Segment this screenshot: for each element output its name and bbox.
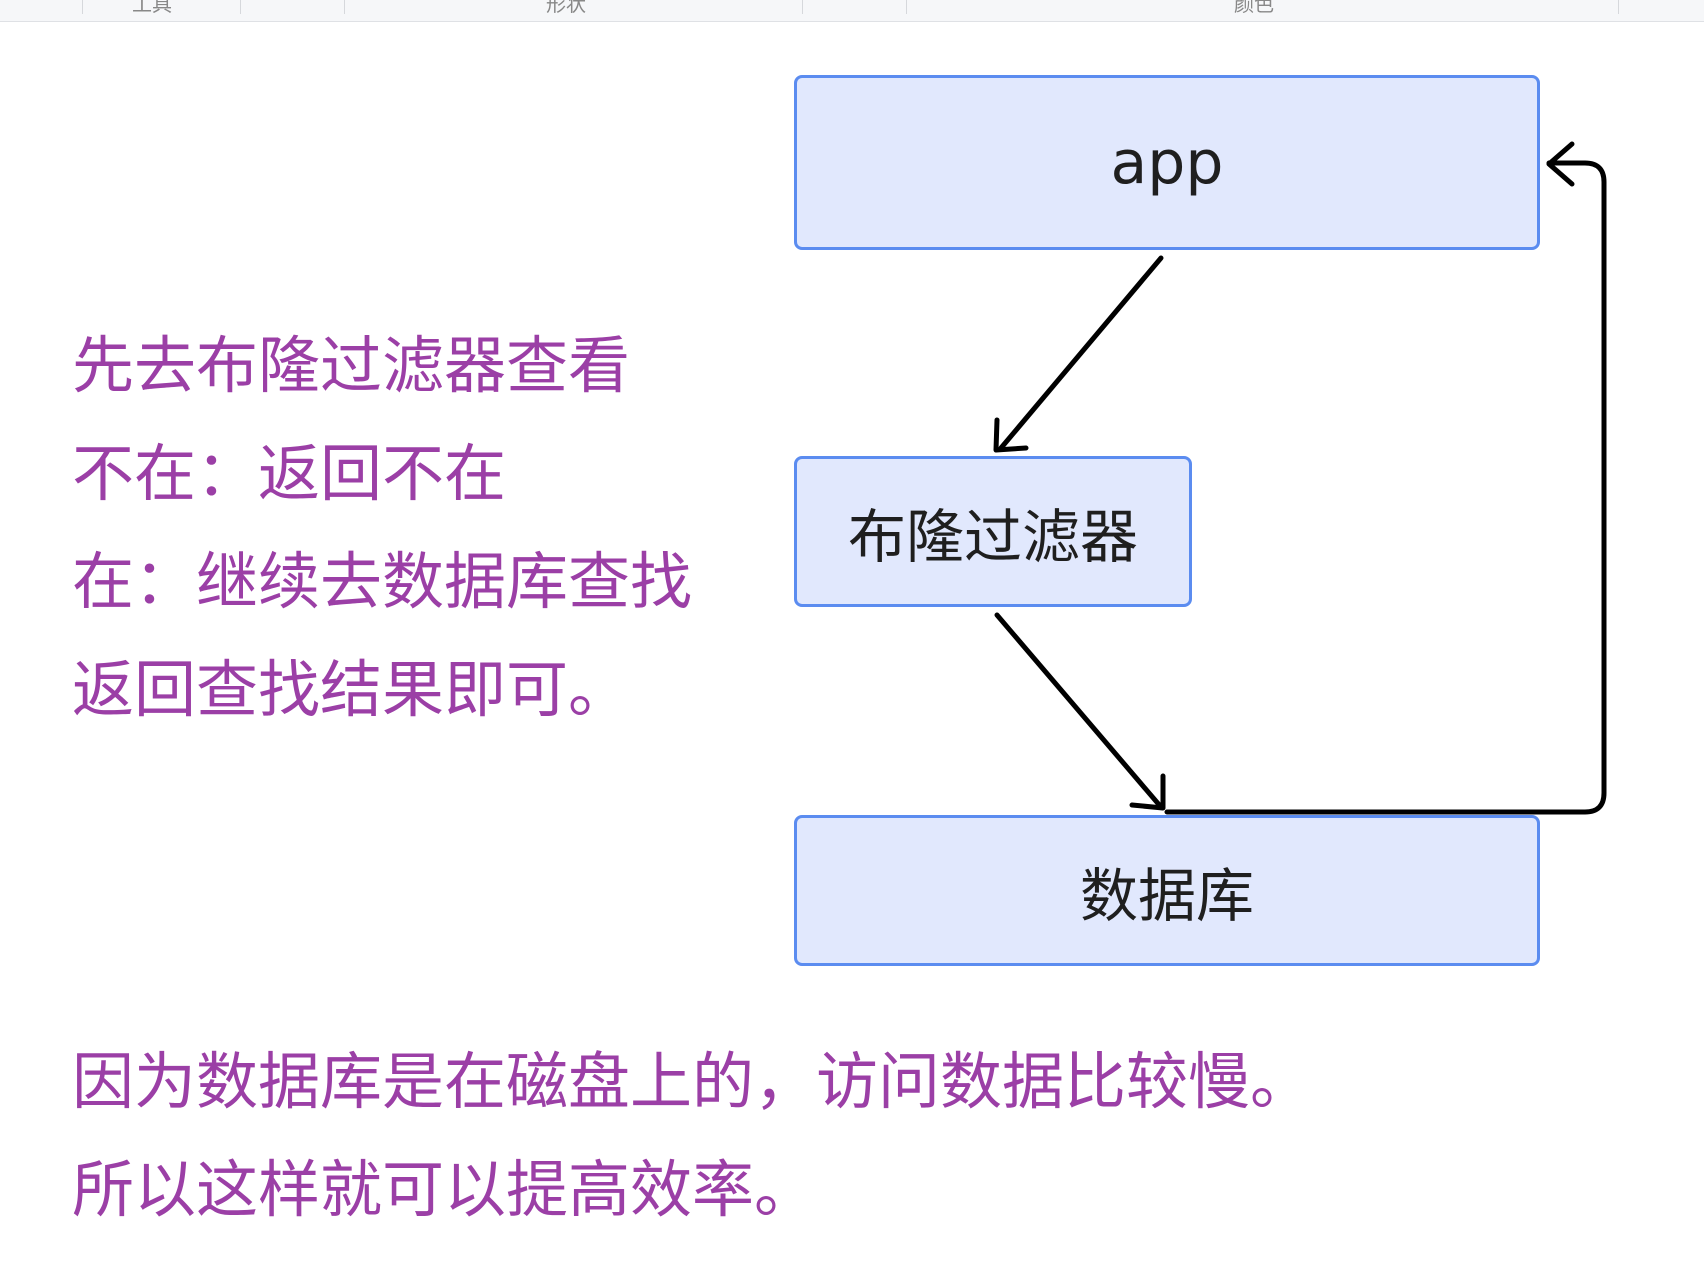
arrow-bloom-filter-to-database[interactable] [994,612,1164,810]
toolbar-tools-tab[interactable]: 工具 [132,0,172,16]
note-line: 所以这样就可以提高效率。 [72,1153,817,1226]
note-bloom-filter-logic[interactable]: 先去布隆过滤器查看 不在：返回不在 在：继续去数据库查找 返回查找结果即可。 [72,312,692,744]
toolbar-divider [240,0,241,14]
toolbar-divider [82,0,83,14]
arrowhead-database [1129,773,1166,811]
arrowhead-app [1546,141,1575,187]
node-app-label: app [1110,127,1224,198]
note-reason[interactable]: 因为数据库是在磁盘上的，访问数据比较慢。 所以这样就可以提高效率。 [72,1028,1312,1244]
note-line: 在：继续去数据库查找 [72,545,693,618]
toolbar-divider [344,0,345,14]
toolbar: 工具 形状 颜色 [0,0,1704,22]
toolbar-shapes-tab[interactable]: 形状 [546,0,586,16]
node-app[interactable]: app [794,75,1540,250]
note-line: 先去布隆过滤器查看 [72,329,631,402]
toolbar-divider [802,0,803,14]
arrow-app-to-bloom-filter[interactable] [998,255,1164,451]
node-bloom-filter-label: 布隆过滤器 [847,502,1138,571]
arrowhead-bloom-filter [993,417,1029,453]
node-database[interactable]: 数据库 [794,815,1540,966]
toolbar-colors-tab[interactable]: 颜色 [1234,0,1274,16]
toolbar-divider [1618,0,1619,14]
note-line: 不在：返回不在 [72,437,507,510]
node-bloom-filter[interactable]: 布隆过滤器 [794,456,1192,607]
arrow-database-to-app[interactable] [1164,160,1607,815]
note-line: 返回查找结果即可。 [72,653,631,726]
note-line: 因为数据库是在磁盘上的，访问数据比较慢。 [72,1045,1313,1118]
node-database-label: 数据库 [1079,861,1254,930]
toolbar-divider [906,0,907,14]
